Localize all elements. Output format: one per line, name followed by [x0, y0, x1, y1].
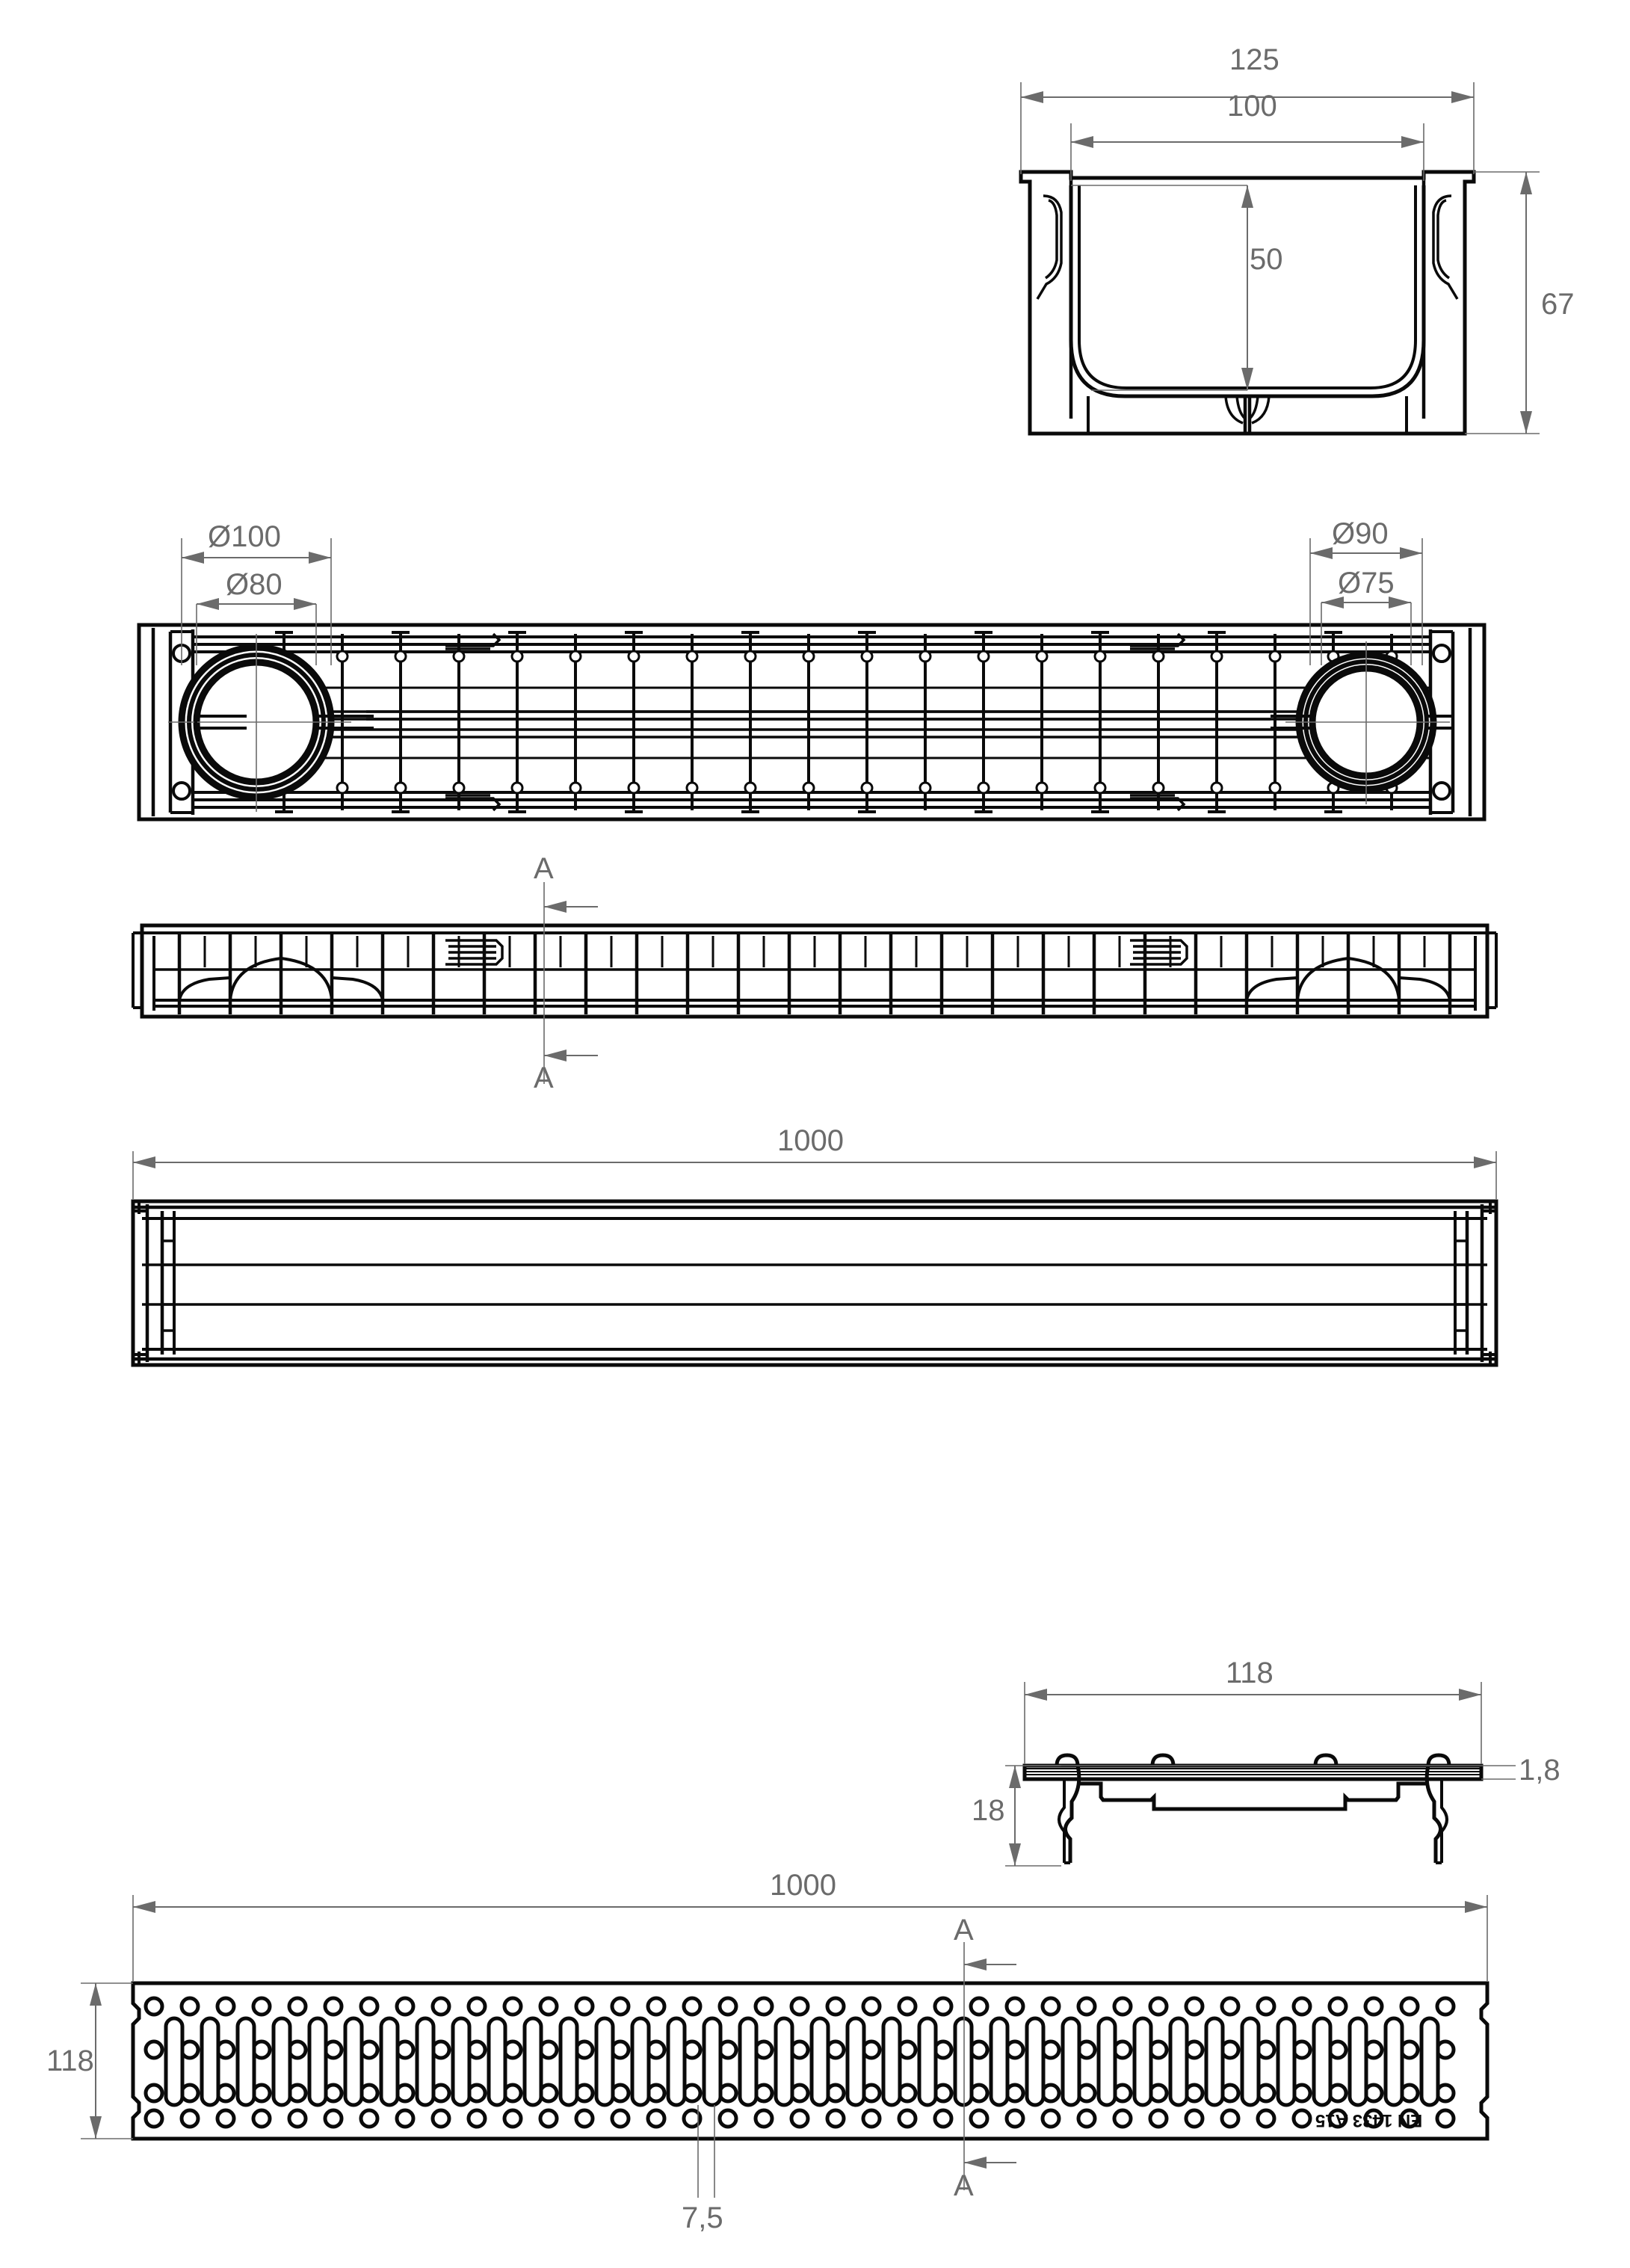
- grate-plan-geometry: [131, 1981, 1489, 2141]
- dimension-diameter-75: [1321, 597, 1412, 665]
- dimension-label-100: 100: [1227, 90, 1277, 123]
- side-elevation-geometry: [132, 923, 1498, 1019]
- dimension-label-diameter-75: Ø75: [1338, 567, 1395, 600]
- dimension-50: [1071, 185, 1253, 391]
- dimension-diameter-80: [196, 598, 317, 665]
- section-letter-A-grate-bottom: A: [954, 2169, 974, 2202]
- dimension-1-8-grate-thickness: [1025, 1765, 1516, 1780]
- dimension-label-67: 67: [1541, 288, 1575, 321]
- dimension-1000-grate: [132, 1895, 1488, 1981]
- dimension-100: [1070, 123, 1424, 181]
- dimension-label-125: 125: [1229, 43, 1279, 76]
- dimension-118-grate-section: [1024, 1682, 1482, 1764]
- section-letter-A-top: A: [534, 852, 554, 885]
- dimension-label-50: 50: [1250, 243, 1283, 276]
- outlet-left: [168, 634, 374, 812]
- length-elevation-geometry: [131, 1199, 1498, 1367]
- dimension-label-diameter-90: Ø90: [1332, 517, 1389, 550]
- section-letter-A-grate-top: A: [954, 1914, 974, 1947]
- dimension-label-1000-grate: 1000: [770, 1869, 836, 1902]
- dimension-7-5-slot: [697, 2105, 715, 2198]
- dimension-label-diameter-100: Ø100: [208, 520, 281, 553]
- dimension-label-118-grate-plan: 118: [46, 2044, 94, 2077]
- dimension-67: [1465, 171, 1540, 434]
- dimension-label-1000-channel: 1000: [777, 1124, 844, 1157]
- section-letter-A-bottom: A: [534, 1061, 554, 1094]
- dimension-125: [1020, 82, 1475, 174]
- outlet-right: [1271, 641, 1454, 804]
- plan-view-geometry: [137, 623, 1487, 822]
- grate-slots: [164, 2016, 1440, 2107]
- dimension-diameter-90: [1309, 538, 1423, 665]
- dimension-label-118-grate-section: 118: [1226, 1657, 1274, 1689]
- grate-holes: [143, 1996, 1456, 2129]
- section-marker-AA-side: [543, 882, 598, 1084]
- dimension-label-7-5-slot: 7,5: [682, 2201, 723, 2234]
- dimension-1000-channel: [132, 1151, 1497, 1199]
- dimension-label-1-8-grate-thickness: 1,8: [1519, 1754, 1560, 1787]
- grate-marking-text: EN 1433 A15: [1315, 2110, 1423, 2130]
- dimension-label-diameter-80: Ø80: [226, 568, 283, 601]
- dimension-118-grate-plan: [81, 1982, 133, 2139]
- dimension-label-18-grate-section: 18: [972, 1794, 1005, 1827]
- section-marker-AA-grate: [963, 1942, 1016, 2190]
- dimension-diameter-100: [181, 538, 332, 665]
